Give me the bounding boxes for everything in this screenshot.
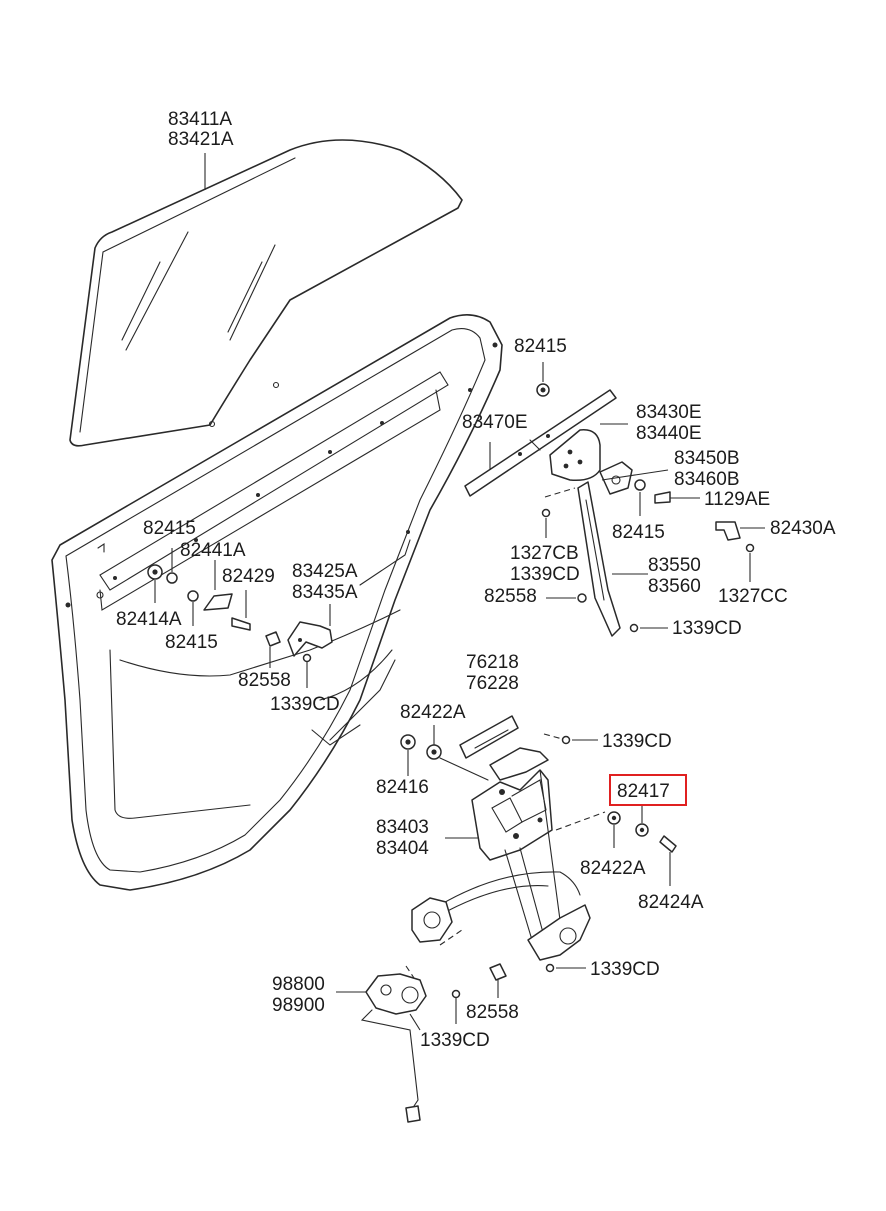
door-glass — [69, 139, 463, 447]
label-motor-a[interactable]: 98800 — [272, 974, 325, 995]
label-clip-82430A[interactable]: 82430A — [770, 518, 836, 539]
label-bolt-82424A[interactable]: 82424A — [638, 892, 704, 913]
label-washer-82415-left-low[interactable]: 82415 — [165, 632, 218, 653]
label-bolt-82429[interactable]: 82429 — [222, 566, 275, 587]
label-part-82417[interactable]: 82417 — [617, 781, 670, 802]
label-nut-1339CD-mid[interactable]: 1339CD — [510, 564, 580, 585]
door-inner-panel — [51, 314, 503, 891]
label-nut-1327CC[interactable]: 1327CC — [718, 586, 788, 607]
label-washer-82422A-top[interactable]: 82422A — [400, 702, 466, 723]
label-bolt-82558-low[interactable]: 82558 — [466, 1002, 519, 1023]
label-guide-b[interactable]: 83460B — [674, 469, 740, 490]
upper-channel-assembly — [464, 362, 700, 516]
label-bolt-82558-rail[interactable]: 82558 — [484, 586, 537, 607]
left-small-parts — [147, 548, 333, 688]
label-rail-b[interactable]: 83560 — [648, 576, 701, 597]
label-nut-1327CB[interactable]: 1327CB — [510, 543, 579, 564]
label-glass-a[interactable]: 83411A — [168, 109, 232, 130]
label-washer-82422A-right[interactable]: 82422A — [580, 858, 646, 879]
label-washer-82415-left[interactable]: 82415 — [143, 518, 196, 539]
label-nut-1339CD-reg-top[interactable]: 1339CD — [602, 731, 672, 752]
label-nut-1339CD-reg-low[interactable]: 1339CD — [590, 959, 660, 980]
label-cover-a[interactable]: 76218 — [466, 652, 519, 673]
label-motor-b[interactable]: 98900 — [272, 995, 325, 1016]
label-stopper-82441A[interactable]: 82441A — [180, 540, 246, 561]
label-rail-a[interactable]: 83550 — [648, 555, 701, 576]
highlight-box-82417 — [609, 774, 687, 806]
label-regulator-a[interactable]: 83403 — [376, 817, 429, 838]
power-window-motor — [336, 965, 461, 1123]
label-bracket-83435A[interactable]: 83435A — [292, 582, 358, 603]
label-cover-b[interactable]: 76228 — [466, 673, 519, 694]
window-regulator — [400, 715, 677, 998]
label-washer-82416[interactable]: 82416 — [376, 777, 429, 798]
label-bracket-83425A[interactable]: 83425A — [292, 561, 358, 582]
label-top-82415[interactable]: 82415 — [514, 336, 567, 357]
label-glass-b[interactable]: 83421A — [168, 129, 234, 150]
label-bracket-b[interactable]: 83440E — [636, 423, 702, 444]
label-guide-a[interactable]: 83450B — [674, 448, 740, 469]
label-nut-1339CD-left[interactable]: 1339CD — [270, 694, 340, 715]
label-nut-1339CD-motor[interactable]: 1339CD — [420, 1030, 490, 1051]
label-regulator-b[interactable]: 83404 — [376, 838, 429, 859]
label-nut-1339CD-rail[interactable]: 1339CD — [672, 618, 742, 639]
clip-82430A — [715, 521, 765, 582]
part-labels: 83411A 83421A 82415 83470E 83430E 83440E… — [116, 109, 836, 1051]
guide-rail — [541, 481, 668, 637]
label-grommet-82414A[interactable]: 82414A — [116, 609, 182, 630]
label-channel-83470E[interactable]: 83470E — [462, 412, 528, 433]
label-bracket-a[interactable]: 83430E — [636, 402, 702, 423]
label-bolt-82558-left[interactable]: 82558 — [238, 670, 291, 691]
label-washer-82415-right[interactable]: 82415 — [612, 522, 665, 543]
label-bolt-1129AE[interactable]: 1129AE — [704, 489, 770, 510]
